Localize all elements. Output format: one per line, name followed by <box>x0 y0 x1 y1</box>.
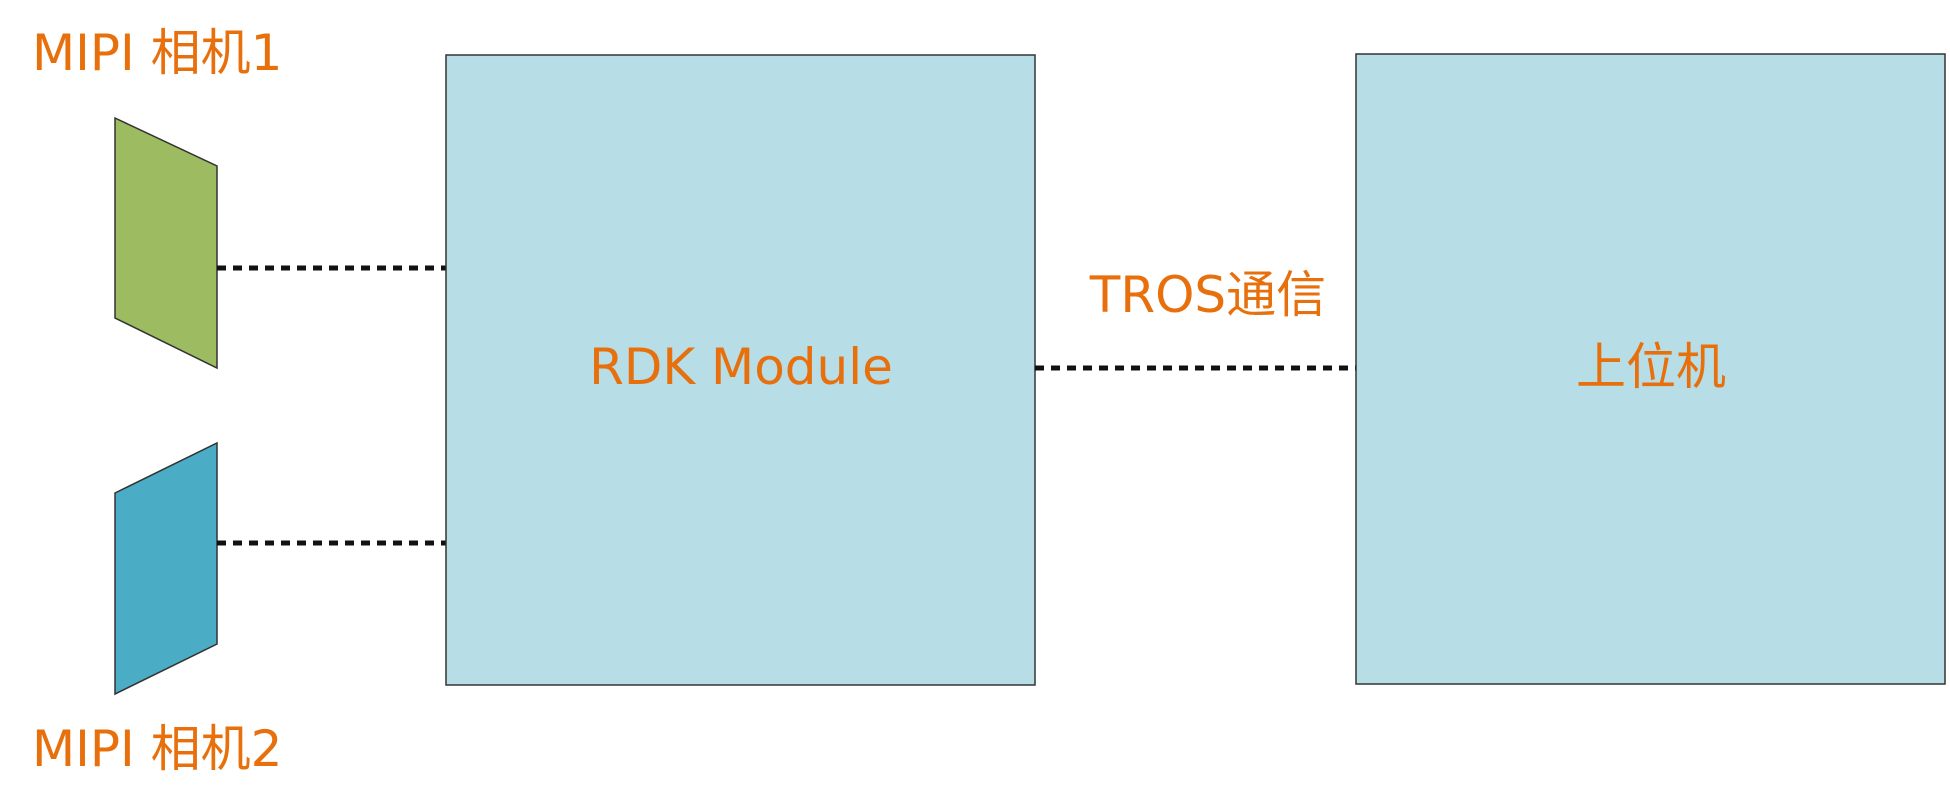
camera2-label: MIPI 相机2 <box>32 720 283 778</box>
camera2-shape <box>114 441 218 696</box>
rdk-module-label: RDK Module <box>589 338 893 396</box>
host-box <box>1355 53 1946 685</box>
host-label: 上位机 <box>1576 338 1726 396</box>
rdk-module-box <box>445 54 1036 686</box>
camera1-shape <box>114 116 218 370</box>
tros-label: TROS通信 <box>1089 266 1326 324</box>
camera1-label: MIPI 相机1 <box>32 24 283 82</box>
